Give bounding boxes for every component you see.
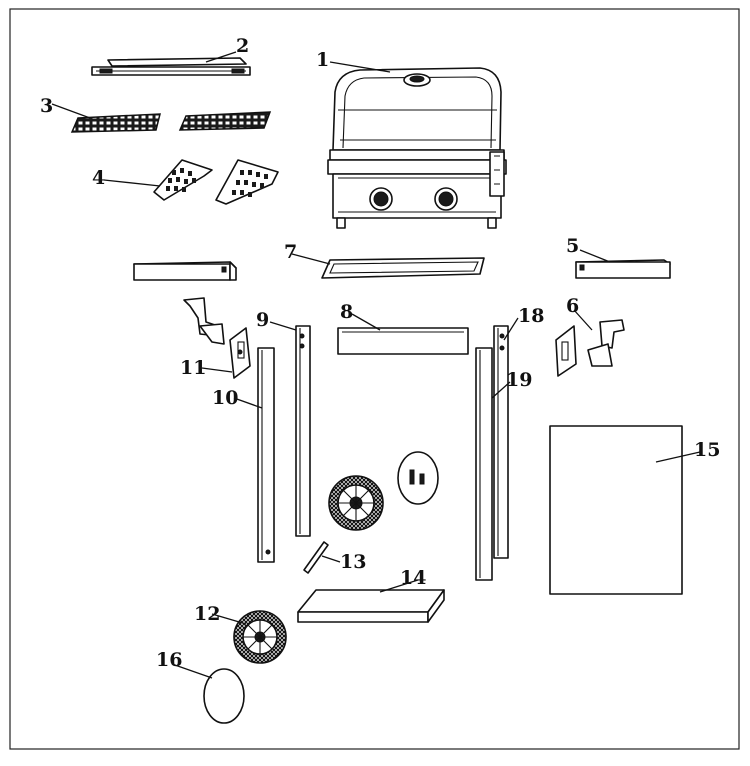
leader-lines — [51, 51, 701, 679]
callout-15: 15 — [694, 439, 720, 461]
callout-12: 12 — [194, 603, 220, 625]
part-back-panel — [549, 425, 683, 595]
part-wheel-rear — [328, 451, 439, 531]
part-left-side-shelf — [133, 261, 237, 281]
part-flavor-bars — [153, 159, 279, 205]
part-grease-tray — [321, 257, 485, 279]
callout-2: 2 — [236, 35, 249, 57]
part-bottom-shelf — [297, 589, 445, 623]
part-leg-18 — [493, 325, 509, 559]
callout-14: 14 — [400, 567, 426, 589]
part-side-bracket-left — [229, 327, 251, 379]
callout-6: 6 — [566, 295, 579, 317]
callout-labels: 1 2 3 4 5 6 7 8 9 10 11 12 13 14 15 16 1… — [40, 35, 720, 671]
part-left-brackets — [183, 297, 225, 345]
part-cooking-grates — [70, 111, 272, 133]
callout-19: 19 — [506, 369, 532, 391]
callout-18: 18 — [518, 305, 544, 327]
callout-4: 4 — [92, 167, 105, 189]
callout-16: 16 — [156, 649, 182, 671]
part-right-brackets — [555, 319, 625, 377]
callout-3: 3 — [40, 95, 53, 117]
part-grill-head — [327, 67, 507, 229]
part-leg-9 — [295, 325, 311, 537]
part-right-side-shelf — [575, 259, 671, 279]
part-axle — [303, 541, 329, 574]
callout-11: 11 — [180, 357, 206, 379]
callout-7: 7 — [284, 241, 297, 263]
callout-1: 1 — [316, 49, 329, 71]
callout-13: 13 — [340, 551, 366, 573]
part-wheel-front — [233, 610, 287, 664]
callout-5: 5 — [566, 235, 579, 257]
part-front-panel — [337, 327, 469, 355]
part-leg-10 — [257, 347, 275, 563]
part-leg-19 — [475, 347, 493, 581]
part-hub-cap — [203, 668, 245, 724]
diagram-border — [9, 8, 740, 750]
callout-8: 8 — [340, 301, 353, 323]
part-warming-rack — [91, 57, 251, 76]
callout-10: 10 — [212, 387, 238, 409]
callout-9: 9 — [256, 309, 269, 331]
